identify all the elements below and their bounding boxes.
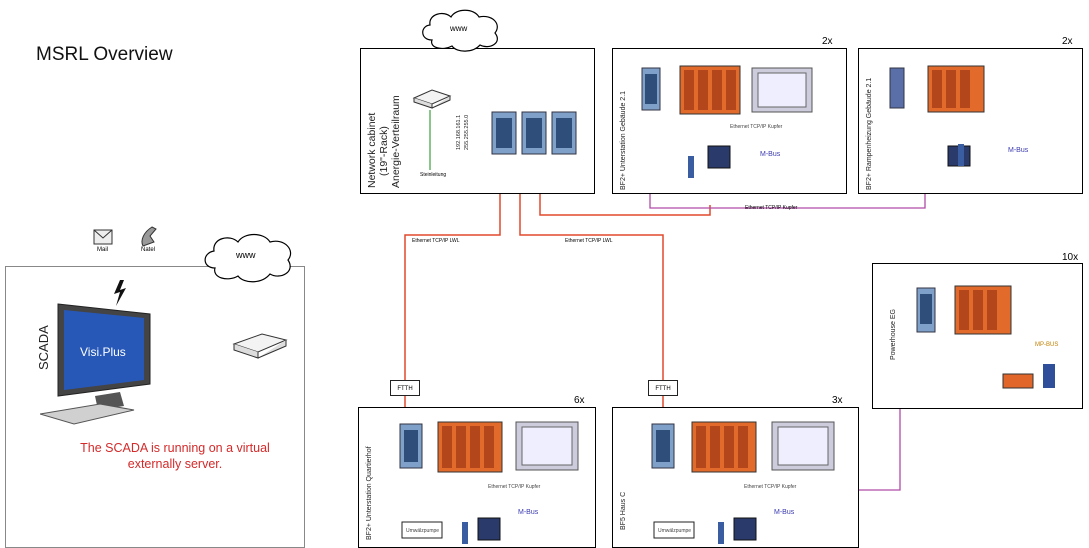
phone-label: Natel <box>141 247 156 253</box>
network-switch-icon <box>491 111 577 155</box>
page-title: MSRL Overview <box>36 44 173 65</box>
count-quartier: 6x <box>574 395 585 406</box>
umwalz-label-haus-c: Umwälzpumpe <box>658 528 691 534</box>
count-unterstation-2-1: 2x <box>822 36 833 47</box>
cabinet-router-label: Steinleitung <box>420 172 447 178</box>
label-powerhouse: Powerhouse EG <box>890 309 897 360</box>
cabinet-green-line <box>429 110 431 170</box>
cabinet-line2: (19"-Rack) <box>378 126 390 176</box>
fttp-box-haus-c: FTTH <box>648 380 678 396</box>
mbus-label-quartier: M-Bus <box>518 509 539 516</box>
count-haus-c: 3x <box>832 395 843 406</box>
phone-icon <box>141 226 157 247</box>
wireless-icon <box>114 280 126 306</box>
screen-text: Visi.Plus <box>80 345 126 359</box>
mbus-label-rampen: M-Bus <box>1008 147 1029 154</box>
label-unterstation-2-1: BF2+ Unterstation Gebäude 2.1 <box>620 90 627 190</box>
plc-controller-icon: Ethernet TCP/IP Kupfer M-Bus <box>641 65 813 178</box>
count-rampen-2-1: 2x <box>1062 36 1073 47</box>
rampen-controller-icon: M-Bus <box>889 65 1029 167</box>
scada-note: The SCADA is running on a virtual extern… <box>40 440 310 472</box>
cabinet-router-icon <box>412 89 452 109</box>
lwl-link-haus-c <box>519 165 664 380</box>
fttp-box-quartier: FTTH <box>390 380 420 396</box>
copper-label-quartier: Ethernet TCP/IP Kupfer <box>488 484 541 490</box>
lwl-label-right: Ethernet TCP/IP LWL <box>565 238 613 244</box>
lwl-link-quartier <box>404 165 501 380</box>
copper-label-2-1: Ethernet TCP/IP Kupfer <box>730 124 783 130</box>
www-cloud-scada <box>204 233 292 283</box>
cabinet-mask: 255.255.255.0 <box>464 114 470 150</box>
count-powerhouse: 10x <box>1062 252 1079 263</box>
umwalz-label-quartier: Umwälzpumpe <box>406 528 439 534</box>
label-rampen-2-1: BF2+ Rampenheizung Gebäude 2.1 <box>866 77 873 190</box>
scada-note-line2: externally server. <box>127 457 223 471</box>
label-haus-c: BF5 Haus C <box>620 491 627 530</box>
www-label-cabinet: www <box>450 24 468 33</box>
cabinet-line1: Network cabinet <box>366 112 378 188</box>
quartier-controller-icon: Ethernet TCP/IP Kupfer Umwälzpumpe M-Bus <box>399 421 579 544</box>
cabinet-cloud <box>422 9 498 52</box>
cabinet-ip: 192.168.161.1 <box>456 114 462 150</box>
scada-computer-icon: Visi.Plus <box>40 303 151 425</box>
copper-label-haus-c: Ethernet TCP/IP Kupfer <box>744 484 797 490</box>
haus-c-controller-icon: Ethernet TCP/IP Kupfer Umwälzpumpe M-Bus <box>651 421 835 544</box>
mail-icon <box>93 229 113 245</box>
scada-router-icon <box>232 333 288 359</box>
scada-frame <box>5 266 305 548</box>
copper-label-rampen: Ethernet TCP/IP Kupfer <box>745 205 798 211</box>
mbus-label-haus-c: M-Bus <box>774 509 795 516</box>
lwl-label-left: Ethernet TCP/IP LWL <box>412 238 460 244</box>
label-quartier: BF2+ Unterstation Quartierhof <box>366 446 373 540</box>
powerhouse-controller-icon: MP-BUS <box>916 285 1058 389</box>
mpbus-label: MP-BUS <box>1035 342 1058 348</box>
mail-label: Mail <box>97 247 109 253</box>
cabinet-line3: Anergie-Verteilraum <box>390 95 402 188</box>
mbus-label-2-1: M-Bus <box>760 151 781 158</box>
scada-note-line1: The SCADA is running on a virtual <box>80 441 270 455</box>
www-label-scada: www <box>236 250 256 260</box>
